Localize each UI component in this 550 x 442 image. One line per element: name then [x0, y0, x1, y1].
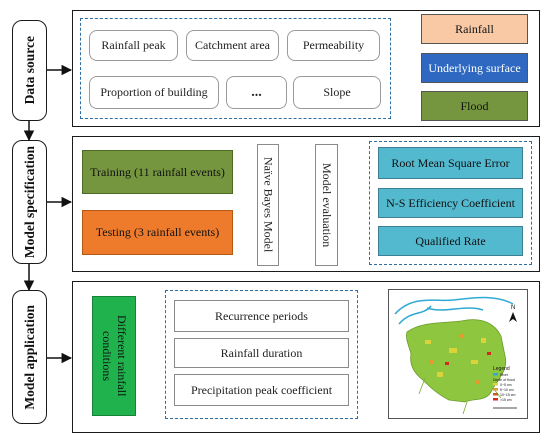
- legend-river-swatch: [493, 373, 498, 376]
- flood-map: N Legend River Depth of flood 0~5 cm 5~1…: [388, 289, 528, 419]
- north-arrow: N: [509, 305, 517, 322]
- river-upper: [394, 296, 514, 315]
- legend-river-label: River: [500, 373, 509, 377]
- output-rainfall: Rainfall: [421, 14, 528, 44]
- drainage-line: [418, 377, 426, 395]
- rainfall-conditions-line-1: Different rainfall: [115, 315, 129, 397]
- flood-patch: [459, 334, 464, 338]
- factor-ellipsis: ...: [226, 76, 287, 109]
- legend-class-label: 0~5 cm: [500, 383, 512, 387]
- metrics-group: [369, 141, 532, 265]
- training-box: Training (11 rainfall events): [82, 150, 233, 194]
- factor-permeability: Permeability: [287, 30, 380, 61]
- north-label: N: [511, 305, 515, 311]
- stage-data-source-label: Data source: [21, 36, 37, 105]
- rainfall-conditions-line-2: conditions: [100, 331, 114, 381]
- factor-rainfall-duration: Rainfall duration: [174, 338, 349, 368]
- flood-grid-area: [406, 319, 507, 403]
- factors-group: [80, 18, 391, 119]
- stage-data-source: Data source: [12, 20, 47, 121]
- flood-patch: [449, 348, 457, 353]
- stage-model-application: Model application: [12, 290, 47, 424]
- legend-class-swatch: [493, 398, 498, 401]
- legend-class-swatch: [493, 393, 498, 396]
- factor-recurrence-periods: Recurrence periods: [174, 300, 349, 332]
- legend-class-swatch: [493, 383, 498, 386]
- legend-class-label: 10~15 cm: [500, 393, 516, 397]
- legend-class-label: 5~10 cm: [500, 388, 514, 392]
- legend-title: Legend: [493, 366, 510, 372]
- flood-patch: [429, 360, 434, 364]
- factor-catchment-area: Catchment area: [186, 30, 279, 61]
- stage-model-specification-label: Model specification: [21, 145, 37, 259]
- output-flood: Flood: [421, 91, 528, 121]
- scenario-factors-group: [165, 290, 358, 419]
- metric-ns-efficiency: N-S Efficiency Coefficient: [378, 188, 523, 218]
- factor-slope: Slope: [293, 76, 381, 109]
- flood-patch: [487, 352, 491, 355]
- flood-patch: [471, 360, 478, 364]
- metric-qualified-rate: Qualified Rate: [378, 226, 523, 256]
- flood-patch: [475, 380, 480, 384]
- flood-patch: [437, 372, 443, 377]
- flood-patch: [445, 362, 449, 365]
- factor-rainfall-peak: Rainfall peak: [89, 30, 178, 61]
- output-underlying-surface: Underlying surface: [421, 53, 528, 83]
- legend-depth-title: Depth of flood: [493, 378, 515, 382]
- legend-class-label: >15 cm: [500, 398, 512, 402]
- river-west-branch: [398, 305, 432, 325]
- factor-precipitation-peak-coefficient: Precipitation peak coefficient: [174, 374, 349, 406]
- stage-model-specification: Model specification: [12, 140, 47, 264]
- legend-class-swatch: [493, 388, 498, 391]
- naive-bayes-model-box: Naïve Bayes Model: [257, 144, 279, 266]
- metric-rmse: Root Mean Square Error: [378, 147, 523, 179]
- river-mid: [426, 307, 484, 311]
- flood-patch: [481, 338, 486, 343]
- model-evaluation-box: Model evaluation: [315, 144, 338, 266]
- naive-bayes-model-label: Naïve Bayes Model: [261, 157, 276, 253]
- map-legend: Legend River Depth of flood 0~5 cm 5~10 …: [493, 366, 517, 409]
- factor-proportion-of-building: Proportion of building: [89, 76, 219, 109]
- flood-patch: [425, 340, 431, 344]
- model-evaluation-label: Model evaluation: [320, 162, 334, 248]
- testing-box: Testing (3 rainfall events): [82, 210, 233, 255]
- drainage-line: [462, 401, 468, 415]
- flood-map-drawing: N Legend River Depth of flood 0~5 cm 5~1…: [394, 296, 517, 415]
- stage-model-application-label: Model application: [21, 304, 37, 410]
